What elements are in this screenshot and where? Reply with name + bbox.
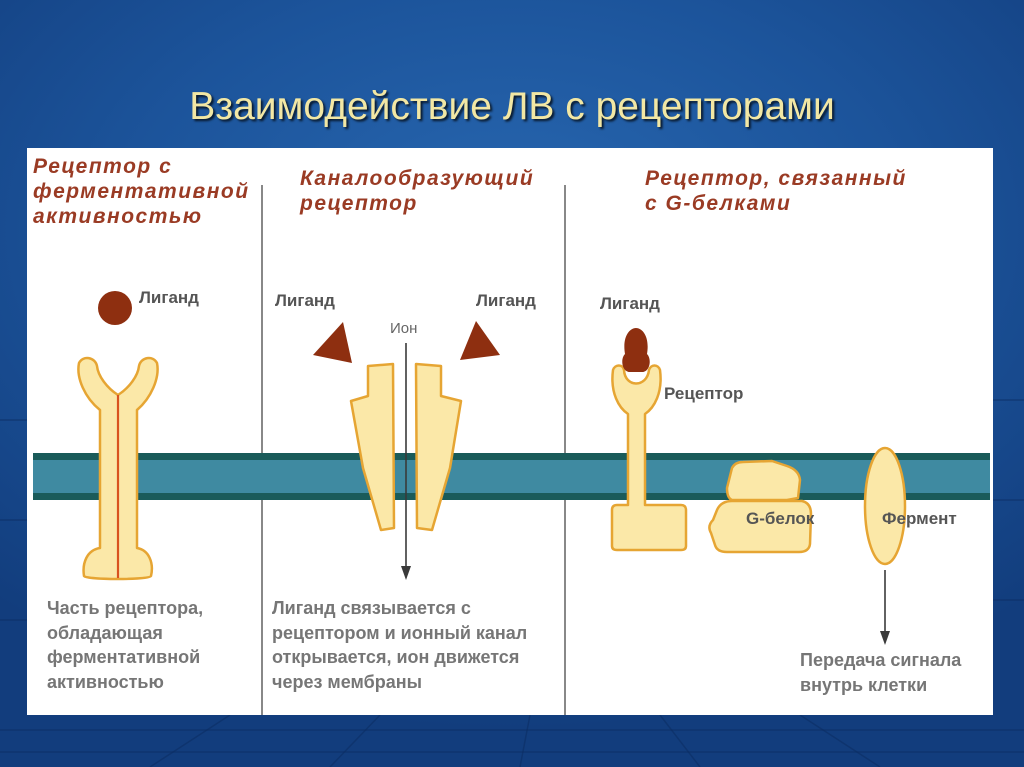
caption-line: Лиганд связывается с: [272, 598, 471, 618]
enzyme-label: Фермент: [882, 509, 957, 528]
cell-membrane: [33, 453, 990, 500]
heading-line: рецептор: [300, 192, 418, 215]
caption-line: рецептором и ионный канал: [272, 622, 528, 643]
ion-label: Ион: [390, 320, 418, 337]
ligand-left-label: Лиганд: [275, 291, 335, 310]
g-protein-receptor-heading: Рецептор, связанный с G-белками: [645, 166, 907, 216]
ligand-label: Лиганд: [139, 288, 199, 307]
caption-line: Передача сигнала: [800, 650, 962, 670]
ligand-triangle-left: [313, 322, 352, 363]
ligand-label: Лиганд: [600, 294, 660, 313]
g-protein-receptor-caption: Передача сигнала внутрь клетки: [800, 648, 961, 697]
ion-channel-right-half: [414, 362, 463, 532]
caption-line: через мембраны: [272, 671, 422, 692]
caption-line: внутрь клетки: [800, 674, 928, 695]
receptor-label: Рецептор: [664, 384, 744, 403]
enzymatic-receptor-caption: Часть рецептора, обладающая ферментативн…: [47, 596, 203, 694]
slide-title: Взаимодействие ЛВ с рецепторами: [189, 85, 835, 128]
caption-line: активностью: [47, 671, 164, 692]
channel-receptor-caption: Лиганд связывается с рецептором и ионный…: [272, 596, 527, 694]
channel-receptor-heading: Каналообразующий рецептор: [300, 166, 534, 216]
signal-arrow: [880, 570, 890, 645]
heading-line: ферментативной: [33, 180, 250, 203]
g-coupled-receptor-shape: [610, 364, 688, 552]
ligand-right-label: Лиганд: [476, 291, 536, 310]
caption-line: обладающая: [47, 622, 163, 643]
ion-channel-left-half: [349, 362, 396, 532]
caption-line: Часть рецептора,: [47, 598, 204, 618]
heading-line: активностью: [33, 205, 203, 228]
heading-line: Каналообразующий: [300, 167, 535, 190]
heading-line: Рецептор с: [33, 155, 173, 178]
heading-line: Рецептор, связанный: [645, 167, 907, 190]
ligand-circle: [98, 291, 132, 325]
ion-flow-arrow: [401, 343, 411, 580]
caption-line: открывается, ион движется: [272, 647, 520, 667]
diagram-panel: Рецептор с ферментативной активностью Ли…: [27, 148, 993, 715]
g-protein-upper-subunit: [725, 459, 802, 502]
heading-line: с G-белками: [645, 192, 792, 215]
g-protein-label: G-белок: [746, 509, 815, 528]
ligand-blob: [622, 328, 650, 372]
caption-line: ферментативной: [47, 647, 201, 667]
enzyme-ellipse: [863, 446, 907, 566]
g-protein-lower-subunit: [708, 499, 813, 554]
diagram-shapes: [33, 185, 990, 715]
ligand-triangle-right: [460, 321, 500, 360]
enzymatic-receptor-heading: Рецептор с ферментативной активностью: [33, 154, 250, 229]
